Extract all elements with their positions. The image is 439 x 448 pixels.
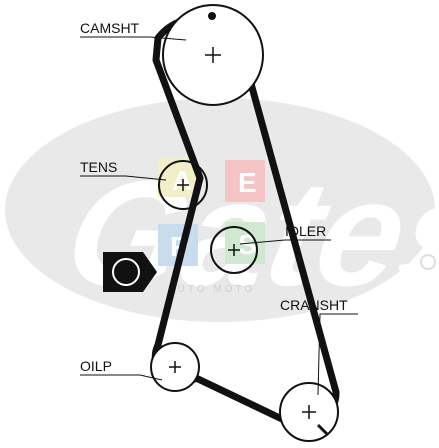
tensioner-leader [80,175,167,181]
oil-pump-pulley [150,342,200,392]
camshaft-timing-dot [208,12,216,20]
idler-leader [239,239,331,245]
camshaft-center-mark [205,47,221,63]
overlay-tile-red [225,160,265,202]
camshaft-pulley [162,4,264,106]
overlay-letter-s: S [238,229,257,260]
tensioner-pulley [158,160,208,210]
label-tensioner: TENS [80,159,117,175]
oil-pump-center-mark [169,361,181,373]
camshaft-leader [80,36,187,41]
registered-mark-icon [420,254,436,270]
watermark: Gates A E P S AUTO MOTO [5,98,439,322]
tensioner-marker: T [103,252,157,292]
label-crankshaft: CRANSHT [280,297,348,313]
crankshaft-timing-mark [316,423,329,436]
crankshaft-center-mark [302,405,316,419]
idler-center-mark [228,244,240,256]
tensioner-marker-circle [112,258,140,286]
oil-pump-leader [80,374,163,381]
label-camshaft: CAMSHT [80,20,140,36]
label-idler: IDLER [285,223,326,239]
label-oil-pump: OILP [80,358,112,374]
idler-pulley [210,226,258,274]
crankshaft-pulley [279,382,339,442]
tensioner-center-mark [177,179,189,191]
overlay-letter-e: E [238,167,257,198]
overlay-letter-a: A [172,165,192,196]
crankshaft-leader [317,313,358,396]
watermark-subtext: AUTO MOTO [168,284,255,295]
tensioner-marker-letter: T [122,264,131,280]
